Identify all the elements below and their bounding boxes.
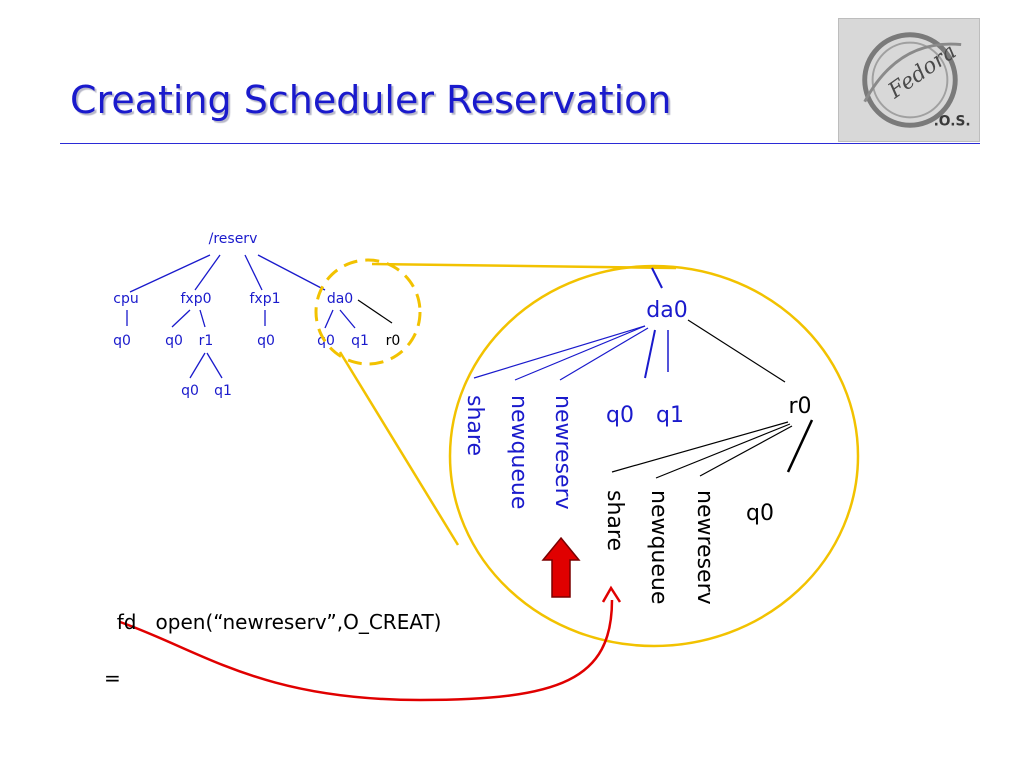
tree-root-label: /reserv — [209, 231, 258, 247]
tree-edge — [171, 309, 191, 328]
red-up-arrow — [541, 536, 581, 598]
tree-node-label: q0 — [165, 333, 183, 349]
r0-entry-q0: q0 — [746, 501, 774, 526]
zoom-entry-q1: q1 — [656, 403, 684, 428]
code-line-open: fd open(“newreserv”,O_CREAT) — [116, 610, 442, 634]
zoom-connector-line — [338, 351, 460, 546]
tree-edge — [244, 254, 263, 291]
tree-edge — [687, 319, 786, 383]
zoom-entry-newqueue: newqueue — [506, 395, 531, 509]
tree-edge — [324, 309, 334, 329]
tree-node-label: q1 — [351, 333, 369, 349]
tree-node-label: q1 — [214, 383, 232, 399]
tree-edge — [357, 299, 393, 324]
zoom-entry-q0: q0 — [606, 403, 634, 428]
tree-edge — [206, 352, 223, 379]
zoom-root-label: da0 — [646, 298, 687, 323]
tree-edge — [651, 267, 663, 289]
r0-entry-share: share — [602, 490, 627, 551]
zoom-entry-share: share — [462, 395, 487, 456]
tree-edge — [194, 254, 221, 291]
tree-node-label: q0 — [113, 333, 131, 349]
tree-node-fxp1: fxp1 — [249, 291, 280, 307]
code-line-assign: = — [104, 666, 121, 690]
dashed-highlight-circle — [314, 258, 422, 366]
logo-subtext: .O.S. — [934, 113, 971, 129]
tree-edge — [644, 329, 656, 379]
tree-node-fxp0: fxp0 — [180, 291, 211, 307]
tree-node-label: q0 — [317, 333, 335, 349]
tree-edge — [339, 309, 356, 329]
tree-node-label: q0 — [257, 333, 275, 349]
tree-edge — [129, 254, 211, 293]
tree-node-label: r1 — [199, 333, 214, 349]
title-divider — [60, 143, 980, 144]
tree-node-da0: da0 — [327, 291, 353, 307]
zoom-highlight-circle — [448, 264, 860, 648]
tree-edge — [473, 325, 646, 379]
tree-edge — [199, 309, 206, 328]
tree-edge — [189, 352, 206, 379]
r0-entry-newqueue: newqueue — [646, 490, 671, 604]
red-curved-arrow — [119, 599, 614, 702]
tree-edge — [699, 425, 793, 477]
code-snippet: fd open(“newreserv”,O_CREAT) = — [104, 580, 441, 720]
fedora-os-logo-icon: Fedora .O.S. — [838, 18, 980, 142]
tree-edge — [786, 419, 814, 473]
tree-node-label: r0 — [386, 333, 401, 349]
tree-node-label: q0 — [181, 383, 199, 399]
r0-entry-newreserv: newreserv — [692, 490, 717, 605]
red-curved-arrowhead — [601, 585, 622, 603]
tree-edge — [655, 423, 791, 479]
tree-edge — [559, 327, 649, 381]
slide-title: Creating Scheduler Reservation — [70, 78, 672, 122]
zoom-node-r0: r0 — [788, 394, 811, 419]
tree-edge — [611, 421, 789, 473]
tree-edge — [257, 254, 326, 291]
tree-edge — [514, 325, 646, 381]
zoom-entry-newreserv: newreserv — [550, 395, 575, 510]
tree-node-cpu: cpu — [113, 291, 138, 307]
